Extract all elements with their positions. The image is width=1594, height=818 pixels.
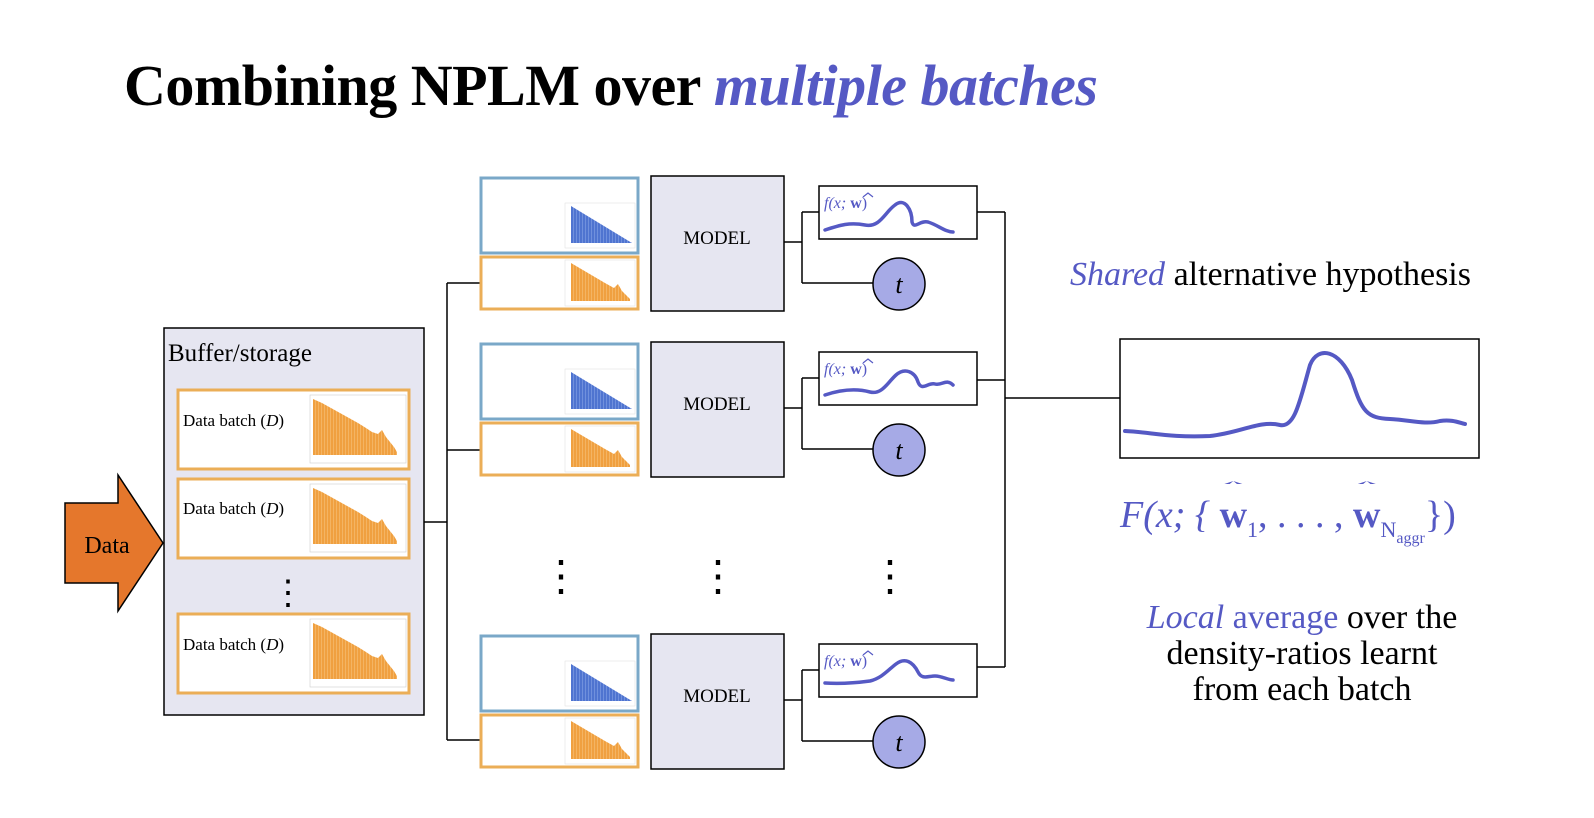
- storage-label: Buffer/storage: [168, 340, 312, 367]
- model-label: MODEL: [683, 686, 751, 707]
- connector-tree-right: [977, 211, 1120, 668]
- f-label: f(x; w): [824, 195, 867, 212]
- connector: [784, 211, 874, 284]
- title-main: Combining NPLM over: [124, 53, 700, 118]
- blue-histogram: [571, 206, 632, 243]
- data-input: Data: [64, 472, 164, 614]
- pipeline-ellipsis: ⋮: [869, 554, 911, 600]
- title-accent: multiple batches: [713, 53, 1098, 118]
- t-label: t: [895, 270, 903, 299]
- f-curve: [823, 659, 955, 686]
- orange-histogram: [571, 263, 630, 301]
- model-box: [650, 341, 785, 478]
- t-label: t: [895, 728, 903, 757]
- data-batch: Data batch (D): [176, 477, 411, 560]
- model-box: [650, 175, 785, 312]
- f-curve: [823, 200, 955, 234]
- orange-histogram: [313, 623, 397, 679]
- test-statistic-node: [872, 423, 926, 477]
- blue-histogram: [571, 664, 632, 701]
- orange-histogram: [571, 429, 630, 467]
- pipeline-group: MODEL f(x; w) t: [479, 633, 978, 770]
- svg-text:Data batch (D): Data batch (D): [183, 411, 284, 430]
- f-label: f(x; w): [824, 361, 867, 378]
- pipeline-group: MODEL f(x; w) t: [479, 175, 978, 312]
- buffer-storage: Buffer/storage Data batch (D) Data batch…: [163, 327, 425, 716]
- svg-text:Data batch (D): Data batch (D): [183, 499, 284, 518]
- data-batch: Data batch (D): [176, 388, 411, 471]
- data-label: Data: [84, 533, 130, 559]
- aggregated-formula: F(x; { w1, . . . , wNaggr}): [1120, 494, 1456, 547]
- local-average-text: Local average over the density-ratios le…: [1146, 599, 1458, 708]
- orange-histogram: [313, 488, 397, 544]
- f-output-box: [818, 643, 978, 698]
- orange-histogram: [313, 399, 397, 455]
- model-label: MODEL: [683, 394, 751, 415]
- storage-ellipsis: ⋮: [271, 575, 305, 612]
- t-label: t: [895, 436, 903, 465]
- pipeline-ellipsis: ⋮: [697, 554, 739, 600]
- blue-histogram: [571, 372, 632, 409]
- f-curve: [823, 369, 955, 397]
- page-title: Combining NPLM over multiple batches: [124, 52, 1098, 119]
- shared-hypothesis-text: Shared alternative hypothesis: [1070, 256, 1471, 293]
- data-batch: Data batch (D): [176, 612, 411, 695]
- f-output-box: [818, 351, 978, 406]
- test-statistic-node: [872, 715, 926, 769]
- aggregated-curve: [1123, 351, 1467, 439]
- connector: [784, 377, 874, 450]
- connector-tree-left: [424, 282, 481, 741]
- data-arrow: [64, 472, 164, 614]
- model-box: [650, 633, 785, 770]
- pipeline-ellipsis: ⋮: [540, 554, 582, 600]
- test-statistic-node: [872, 257, 926, 311]
- connector: [784, 669, 874, 742]
- svg-text:Data batch (D): Data batch (D): [183, 635, 284, 654]
- pipeline-group: MODEL f(x; w) t: [479, 341, 978, 478]
- model-label: MODEL: [683, 228, 751, 249]
- aggregated-density-plot: [1119, 338, 1480, 459]
- orange-histogram: [571, 721, 630, 759]
- f-label: f(x; w): [824, 653, 867, 670]
